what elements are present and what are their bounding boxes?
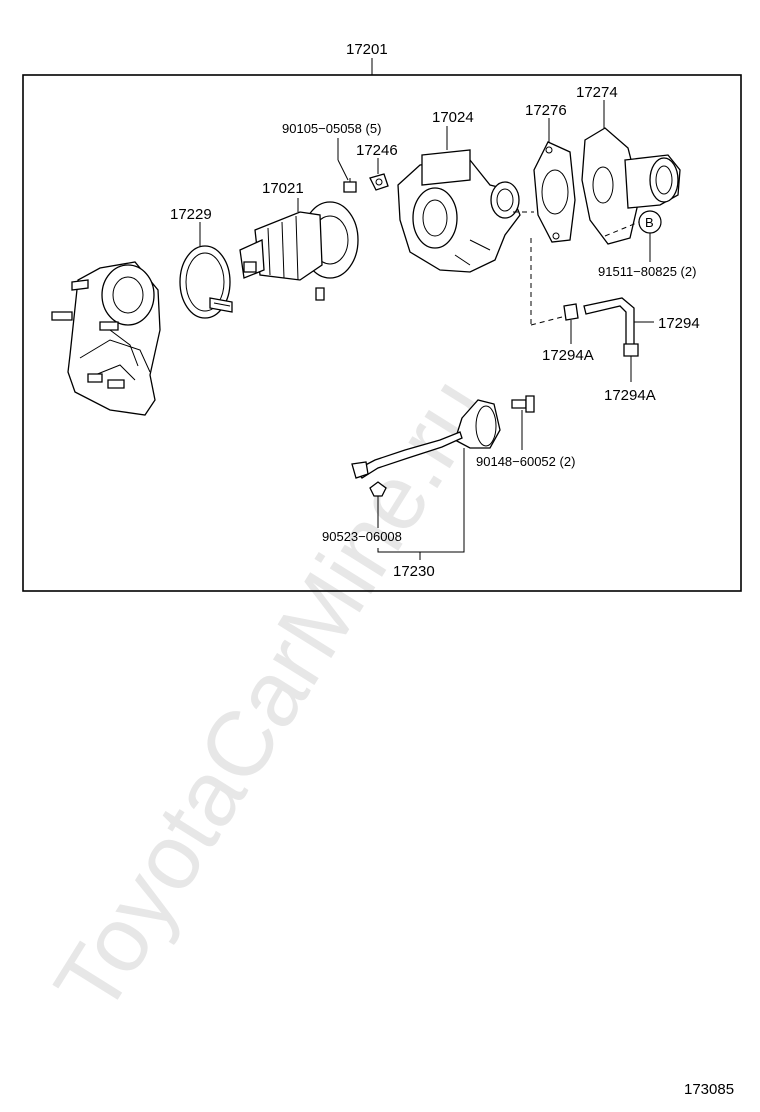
label-17294: 17294: [658, 315, 700, 332]
clip-17294a-left: [563, 303, 579, 321]
watermark: ToyotaCarMine.ru: [35, 361, 506, 1031]
label-17021: 17021: [262, 180, 304, 197]
hose-17294: [583, 297, 635, 347]
label-91511: 91511−80825 (2): [598, 264, 696, 279]
label-17246: 17246: [356, 142, 398, 159]
label-17024: 17024: [432, 109, 474, 126]
ref-marker-b-text: B: [645, 215, 654, 230]
label-17276: 17276: [525, 102, 567, 119]
bolt-90148: [511, 395, 535, 413]
label-17294a-left: 17294A: [542, 347, 594, 364]
gasket-17246: [369, 173, 389, 191]
manifold-flange: [51, 261, 161, 416]
label-90105: 90105−05058 (5): [282, 121, 381, 136]
turbo-body: [397, 149, 521, 273]
figure-number: 173085: [684, 1081, 734, 1098]
clip-90523: [369, 481, 387, 497]
label-17230: 17230: [393, 563, 435, 580]
gasket-17276: [533, 141, 576, 243]
assembly-label: 17201: [346, 41, 388, 58]
label-17274: 17274: [576, 84, 618, 101]
turbine-housing: [239, 201, 359, 301]
outlet-elbow-17274: [581, 127, 681, 245]
label-17294a-right: 17294A: [604, 387, 656, 404]
label-90523: 90523−06008: [322, 529, 402, 544]
assembly-frame: [22, 74, 742, 592]
label-90148: 90148−60052 (2): [476, 454, 575, 469]
clip-17294a-right: [623, 343, 639, 357]
clamp: [179, 245, 233, 319]
label-17229: 17229: [170, 206, 212, 223]
wastegate-actuator: [351, 399, 501, 479]
bolt-90105: [343, 178, 357, 193]
